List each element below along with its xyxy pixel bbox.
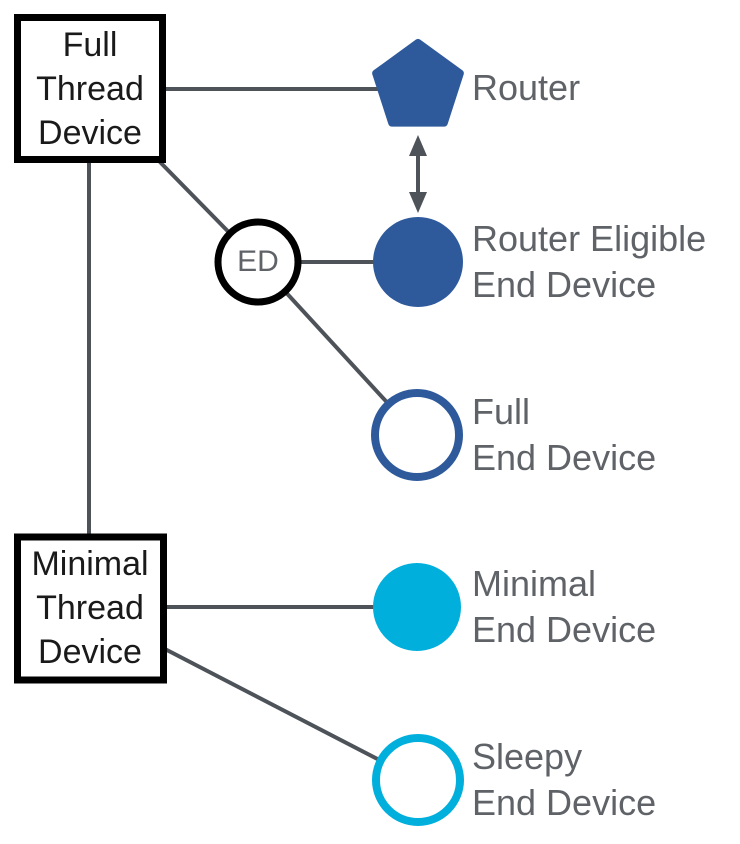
full-end-device-label: Full End Device	[472, 391, 657, 478]
full-thread-device-box	[14, 14, 166, 163]
double-arrow-head-up	[409, 135, 427, 156]
connector-mtd-to-sed	[162, 646, 419, 782]
router-label: Router	[472, 67, 581, 108]
minimal-end-device-label: Minimal End Device	[472, 563, 657, 650]
sleepy-end-device-icon	[372, 734, 464, 826]
ed-badge-label: ED	[237, 245, 279, 278]
minimal-end-device-icon	[373, 563, 461, 651]
minimal-thread-device-box	[14, 533, 167, 684]
router-eligible-end-device-label: Router Eligible End Device	[472, 218, 707, 305]
minimal-thread-device-label: Minimal Thread Device	[31, 545, 149, 671]
double-arrow-head-down	[409, 192, 427, 213]
ed-badge-circle	[214, 218, 302, 306]
router-pentagon-icon	[372, 39, 464, 127]
sleepy-end-device-label: Sleepy End Device	[472, 736, 657, 823]
double-arrow-icon	[409, 135, 427, 213]
full-end-device-icon	[371, 389, 463, 481]
full-thread-device-label: Full Thread Device	[36, 26, 144, 152]
router-eligible-end-device-icon	[373, 217, 463, 307]
